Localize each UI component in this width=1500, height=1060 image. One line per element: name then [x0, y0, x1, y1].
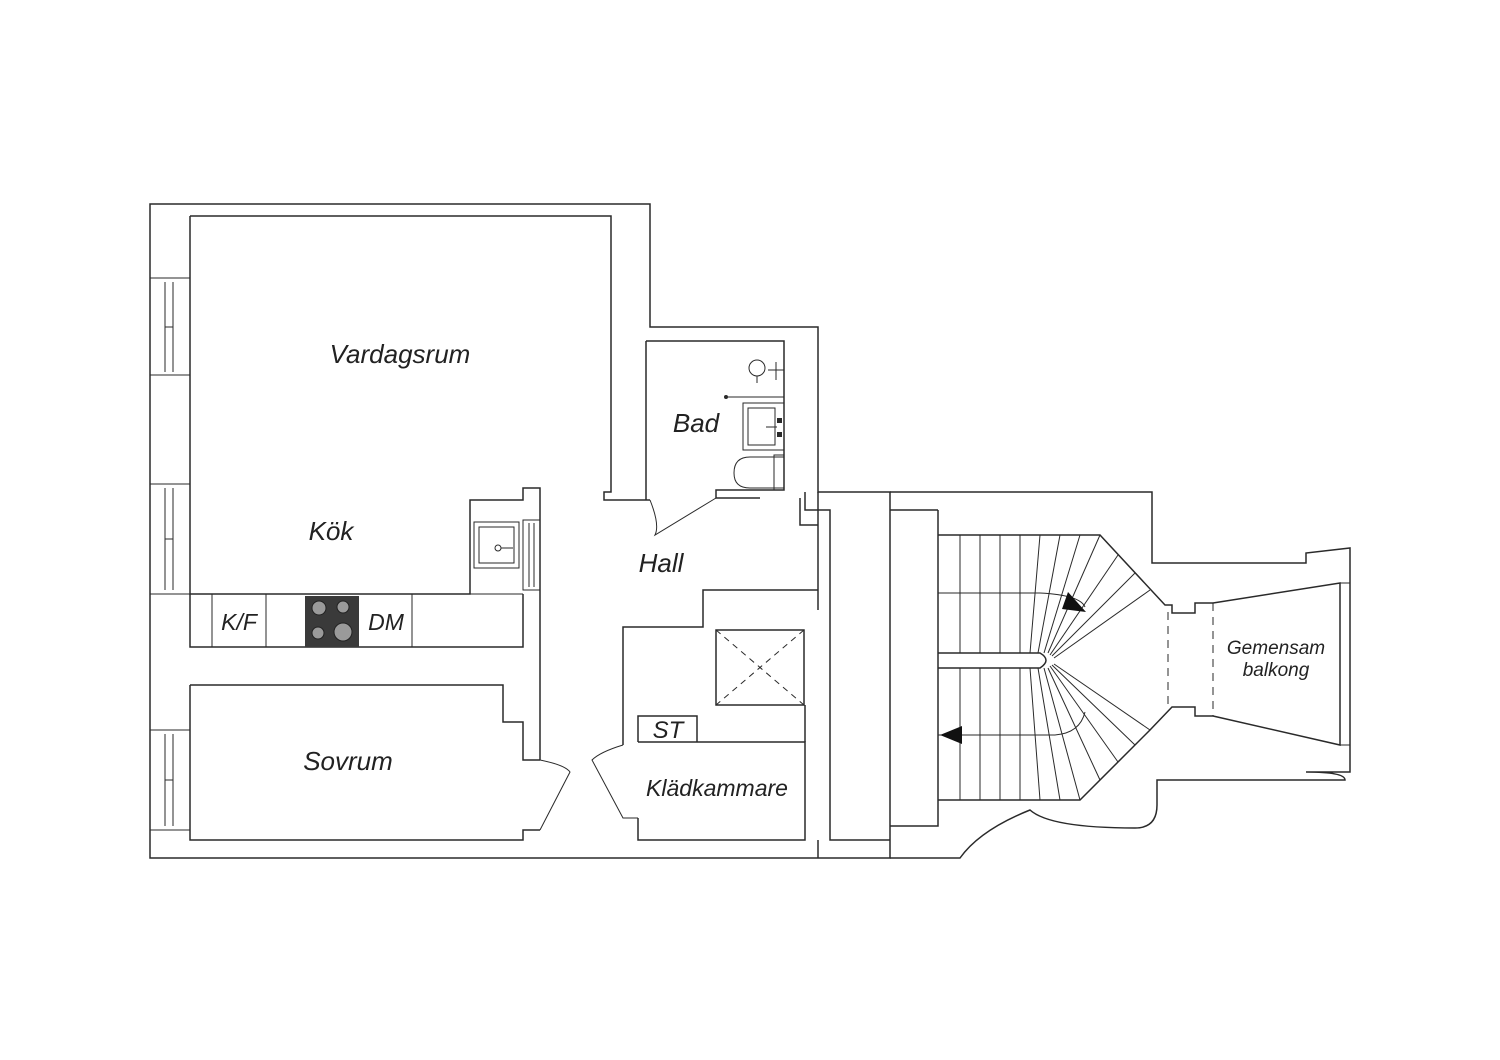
washbasin-icon: [742, 402, 785, 451]
room-label-balkong-line1: Gemensam: [1227, 638, 1325, 659]
room-label-bad: Bad: [673, 408, 721, 438]
room-label-balkong-line2: balkong: [1243, 660, 1310, 681]
toilet-icon: [733, 454, 785, 491]
shower-icon: [724, 359, 784, 399]
fixture-label-dm: DM: [368, 609, 405, 635]
stove-icon: [305, 596, 359, 647]
room-label-vardagsrum: Vardagsrum: [330, 339, 471, 369]
room-label-hall: Hall: [639, 548, 685, 578]
room-label-st: ST: [653, 717, 686, 744]
room-label-kok: Kök: [309, 516, 356, 546]
stairwell: [890, 491, 1351, 859]
fixture-label-kf: K/F: [221, 609, 259, 635]
bathroom-fixtures: [724, 359, 785, 491]
windows: [149, 277, 541, 831]
stair-treads-lower: [938, 663, 1151, 801]
room-labels: Vardagsrum Kök Bad Hall Sovrum Klädkamma…: [221, 339, 1325, 801]
stair-treads-upper: [938, 534, 1151, 659]
room-label-kladkammare: Klädkammare: [646, 775, 788, 801]
apartment-walls: [149, 203, 891, 859]
room-label-sovrum: Sovrum: [303, 746, 393, 776]
kitchen-fixtures: [211, 521, 520, 647]
stair-direction-arrow-left: [940, 726, 962, 744]
stair-direction-arrow-down: [1062, 592, 1086, 612]
kitchen-sink-icon: [473, 521, 520, 569]
